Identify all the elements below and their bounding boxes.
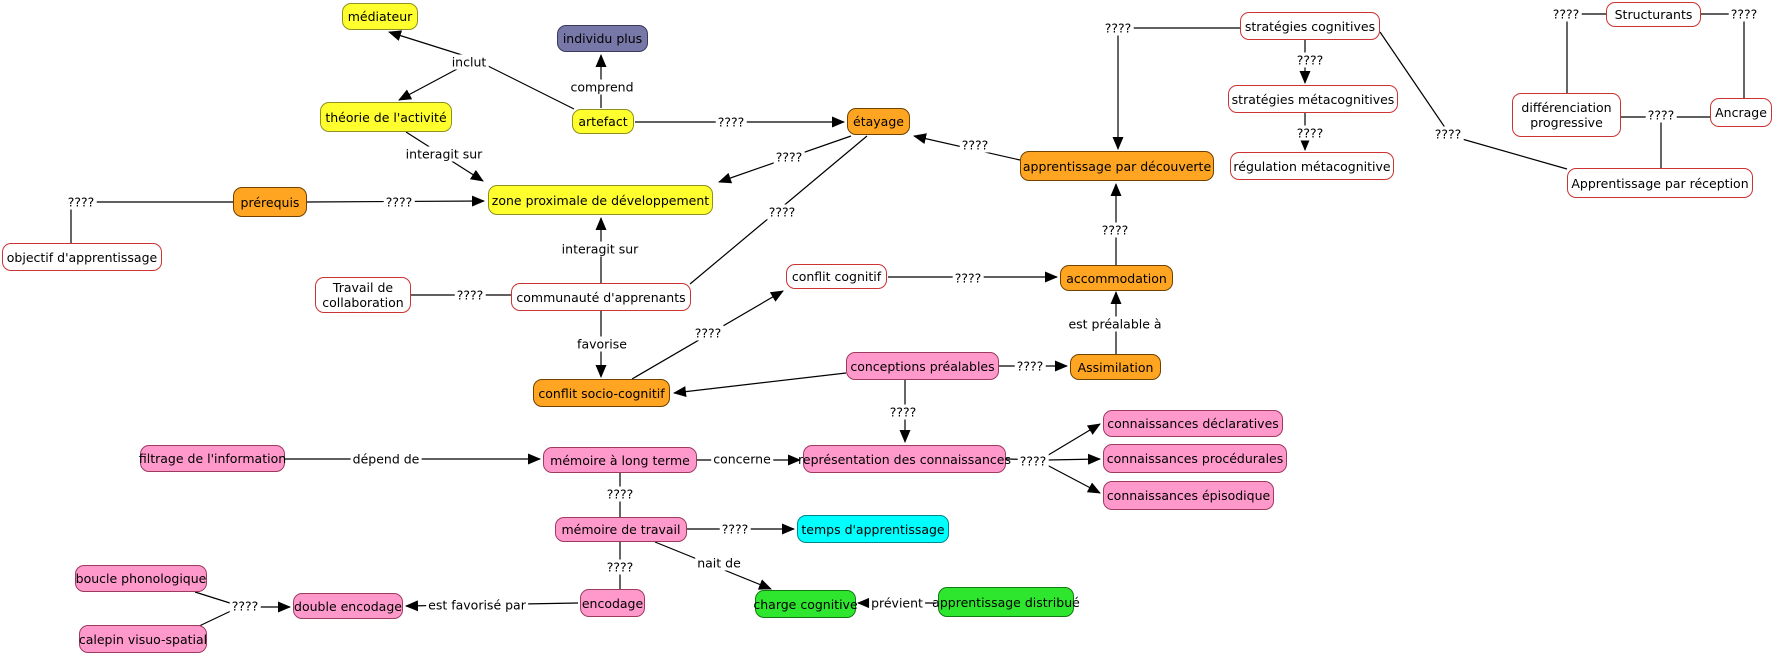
concept-node-memoire-travail[interactable]: mémoire de travail (555, 517, 687, 542)
link-label-q-strat-reception[interactable]: ???? (1432, 126, 1464, 142)
link-label-nait-de[interactable]: nait de (695, 555, 743, 571)
concept-node-mediateur[interactable]: médiateur (342, 3, 418, 30)
concept-node-travail-collab[interactable]: Travail de collaboration (315, 277, 411, 313)
concept-node-diff-progressive[interactable]: différenciation progressive (1512, 93, 1621, 137)
link-label-q-communaute-etayage[interactable]: ???? (766, 204, 798, 220)
concept-node-memoire-lt[interactable]: mémoire à long terme (543, 447, 697, 473)
concept-node-calepin[interactable]: calepin visuo-spatial (79, 625, 207, 653)
link-label-depend-de[interactable]: dépend de (350, 451, 422, 467)
concept-node-accommodation[interactable]: accommodation (1060, 265, 1173, 291)
link-label-q-etayage-zpd[interactable]: ???? (773, 149, 805, 165)
concept-node-objectif[interactable]: objectif d'apprentissage (2, 243, 162, 271)
edge-line-25 (1379, 31, 1449, 133)
link-label-inclut[interactable]: inclut (449, 54, 489, 70)
concept-node-conceptions[interactable]: conceptions préalables (846, 352, 999, 380)
edge-line-38 (1047, 453, 1101, 465)
link-label-q-diff-ancrage[interactable]: ???? (1645, 107, 1677, 123)
concept-node-app-distribue[interactable]: apprentissage distribué (932, 587, 1080, 617)
edge-line-1 (398, 67, 460, 101)
concept-node-double-encodage[interactable]: double encodage (293, 593, 403, 619)
edge-line-0 (388, 30, 463, 56)
concept-node-app-decouverte[interactable]: apprentissage par découverte (1020, 151, 1214, 181)
link-label-previent[interactable]: prévient (869, 595, 925, 611)
concept-node-artefact[interactable]: artefact (572, 109, 634, 134)
link-label-q-lt-travail[interactable]: ???? (604, 486, 636, 502)
concept-node-communaute[interactable]: communauté d'apprenants (511, 283, 691, 311)
concept-node-conn-procedurales[interactable]: connaissances procédurales (1103, 444, 1287, 473)
concept-node-prerequis[interactable]: prérequis (233, 187, 307, 217)
link-label-q-socio-cognitif[interactable]: ???? (692, 325, 724, 341)
link-label-favorise[interactable]: favorise (575, 336, 629, 352)
edge-line-45 (194, 591, 234, 605)
concept-node-theorie-activite[interactable]: théorie de l'activité (320, 102, 452, 132)
concept-node-charge-cognitive[interactable]: charge cognitive (753, 590, 858, 618)
link-label-q-artefact-etayage[interactable]: ???? (715, 114, 747, 130)
link-label-q-prerequis-zpd[interactable]: ???? (383, 194, 415, 210)
edge-line-37 (1044, 423, 1101, 458)
concept-node-filtrage[interactable]: filtrage de l'information (139, 445, 286, 472)
link-label-concerne[interactable]: concerne (711, 451, 773, 467)
concept-node-conn-declaratives[interactable]: connaissances déclaratives (1103, 410, 1283, 437)
link-label-q-accommodation-decouverte[interactable]: ???? (1099, 222, 1131, 238)
concept-node-etayage[interactable]: étayage (847, 108, 910, 135)
link-label-q-travail-communaute[interactable]: ???? (454, 287, 486, 303)
link-label-q-structurants-left[interactable]: ???? (1550, 6, 1582, 22)
link-label-q-strat-decouverte[interactable]: ???? (1102, 20, 1134, 36)
concept-node-individu-plus[interactable]: individu plus (557, 25, 648, 52)
link-label-comprend[interactable]: comprend (568, 79, 636, 95)
link-label-interagit-sur-2[interactable]: interagit sur (559, 241, 641, 257)
concept-node-conflit-socio[interactable]: conflit socio-cognitif (533, 379, 670, 407)
concept-node-app-reception[interactable]: Apprentissage par réception (1567, 168, 1753, 198)
link-label-q-strat-meta[interactable]: ???? (1294, 52, 1326, 68)
concept-node-representation[interactable]: représentation des connaissances (798, 445, 1011, 473)
concept-node-conflit-cognitif[interactable]: conflit cognitif (786, 264, 887, 289)
link-label-q-structurants-right[interactable]: ???? (1728, 6, 1760, 22)
link-label-q-representation-connaissances[interactable]: ???? (1017, 453, 1049, 469)
link-label-q-conceptions-assimilation[interactable]: ???? (1014, 358, 1046, 374)
concept-node-structurants[interactable]: Structurants (1606, 2, 1701, 27)
link-label-q-decouverte-etayage[interactable]: ???? (959, 137, 991, 153)
concept-node-conn-episodique[interactable]: connaissances épisodique (1103, 481, 1274, 510)
concept-node-boucle[interactable]: boucle phonologique (75, 565, 207, 592)
edge-line-20 (673, 372, 847, 398)
edge-line-39 (1044, 463, 1101, 494)
link-label-interagit-sur-1[interactable]: interagit sur (403, 146, 485, 162)
concept-node-strat-cog[interactable]: stratégies cognitives (1240, 12, 1380, 40)
link-label-q-meta-regulation[interactable]: ???? (1294, 125, 1326, 141)
link-label-est-favorise-par[interactable]: est favorisé par (426, 597, 528, 613)
edge-line-2 (487, 65, 575, 110)
link-label-q-conceptions-representation[interactable]: ???? (887, 404, 919, 420)
link-label-q-cognitif-accommodation[interactable]: ???? (952, 270, 984, 286)
concept-node-strat-meta[interactable]: stratégies métacognitives (1228, 85, 1398, 113)
concept-node-assimilation[interactable]: Assimilation (1070, 354, 1161, 380)
link-label-q-travail-temps[interactable]: ???? (719, 521, 751, 537)
edge-line-26 (1447, 134, 1568, 170)
link-label-q-travail-encodage[interactable]: ???? (604, 559, 636, 575)
concept-node-encodage[interactable]: encodage (580, 589, 645, 617)
link-label-q-objectif[interactable]: ???? (65, 194, 97, 210)
concept-node-regulation-meta[interactable]: régulation métacognitive (1230, 152, 1394, 180)
concept-node-zpd[interactable]: zone proximale de développement (488, 185, 713, 215)
concept-node-ancrage[interactable]: Ancrage (1710, 98, 1772, 127)
concept-node-temps-app[interactable]: temps d'apprentissage (797, 515, 949, 543)
link-label-q-boucle-double[interactable]: ???? (229, 598, 261, 614)
link-label-est-prealable[interactable]: est préalable à (1066, 316, 1164, 332)
